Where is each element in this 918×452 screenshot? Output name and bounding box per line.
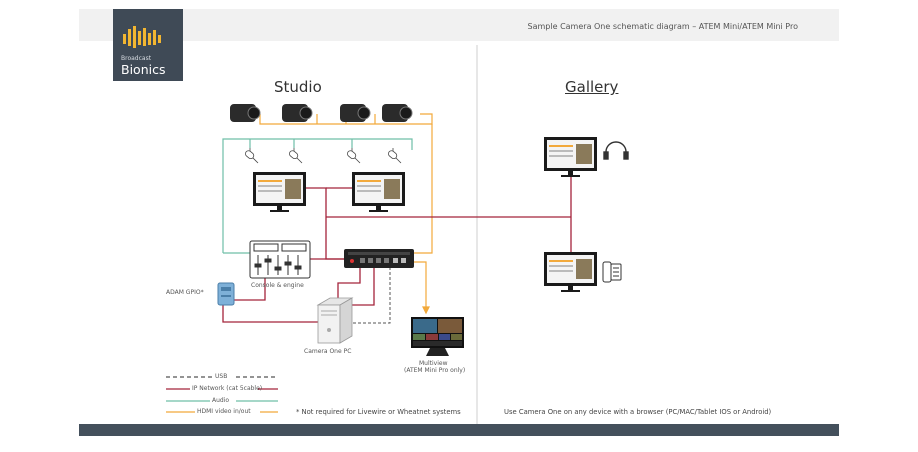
console-label: Console & engine [251, 282, 304, 289]
legend-audio-label: Audio [212, 397, 230, 404]
camera-1 [230, 104, 261, 122]
studio-footnote: * Not required for Livewire or Wheatnet … [296, 408, 461, 416]
console-engine [249, 240, 311, 279]
hdmi-lines [259, 113, 433, 315]
logo-big-text: Bionics [121, 62, 166, 77]
microphone-icon [245, 148, 259, 164]
logo-waveform-icon [123, 26, 161, 48]
telephone-icon [602, 261, 622, 283]
camera-4 [382, 104, 413, 122]
ip-network-lines [222, 176, 572, 323]
legend-hdmi-label: HDMI video in/out [197, 408, 251, 415]
page-background [79, 9, 839, 436]
microphone-icon [347, 148, 361, 164]
footer-bar [79, 424, 839, 436]
multiview-sublabel: (ATEM Mini Pro only) [404, 367, 466, 374]
multiview-label: Multiview [419, 360, 448, 367]
legend-ip-label: IP Network (cat 5cable) [192, 385, 263, 392]
page-title: Sample Camera One schematic diagram – AT… [527, 22, 798, 31]
camera-one-pc-tower [316, 297, 354, 344]
adam-gpio-label: ADAM GPIO* [166, 289, 204, 296]
audio-lines [222, 138, 413, 254]
studio-title: Studio [274, 78, 322, 96]
studio-monitor-1 [253, 172, 306, 212]
legend-usb-label: USB [215, 373, 228, 380]
gallery-footnote: Use Camera One on any device with a brow… [504, 408, 772, 416]
camera-one-pc-label: Camera One PC [304, 348, 352, 355]
legend-lines [166, 376, 278, 413]
multiview-monitor [411, 317, 464, 356]
atem-mini-switcher [344, 249, 414, 268]
gallery-monitor-2 [544, 252, 597, 292]
microphone-icon [388, 148, 402, 164]
logo-small-text: Broadcast [121, 55, 152, 62]
camera-2 [282, 104, 313, 122]
microphone-icon [289, 148, 303, 164]
gallery-monitor-1 [544, 137, 597, 177]
headphones-icon [603, 141, 629, 160]
usb-line [353, 268, 391, 324]
header-band [79, 9, 839, 41]
studio-monitor-2 [352, 172, 405, 212]
adam-gpio-device [217, 282, 235, 306]
broadcast-bionics-logo: Broadcast Bionics [113, 9, 183, 81]
gallery-title: Gallery [565, 78, 619, 96]
camera-3 [340, 104, 371, 122]
